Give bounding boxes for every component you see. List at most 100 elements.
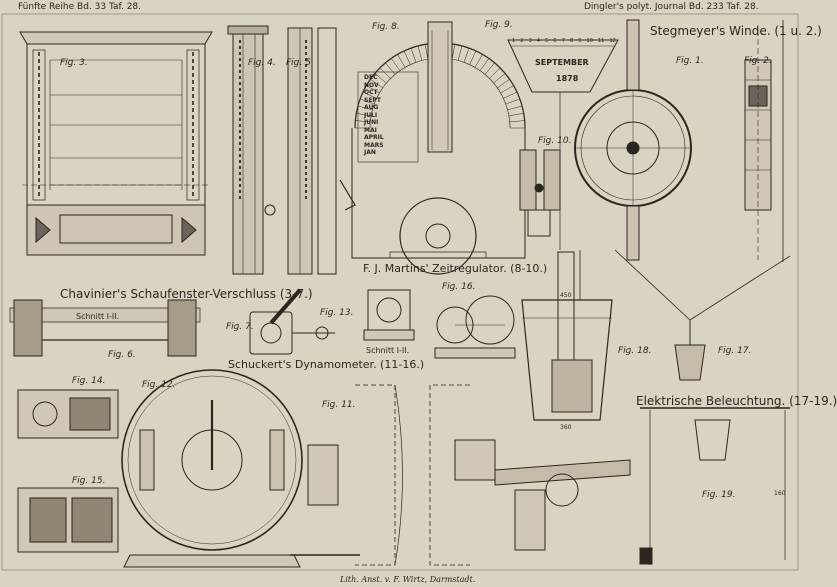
dial-ray xyxy=(489,67,501,79)
dial-scale-mark-2: 3 xyxy=(528,38,532,44)
fig19-drawing xyxy=(639,407,790,565)
fig18-label: Fig. 18. xyxy=(618,346,652,356)
title-elektrische: Elektrische Beleuchtung. (17-19.) xyxy=(636,394,837,408)
dial-scale-mark-6: 7 xyxy=(561,38,565,44)
dimension-450: 450 xyxy=(560,292,572,299)
dial-ray xyxy=(503,91,518,99)
fig16-drawing xyxy=(434,295,516,359)
title-schuckert: Schuckert's Dynamometer. (11-16.) xyxy=(228,358,425,371)
plate-border xyxy=(1,13,799,571)
fig9-label: Fig. 9. xyxy=(485,20,513,30)
plate-header-left: Fünfte Reihe Bd. 33 Taf. 28. xyxy=(18,2,142,12)
dial-ray xyxy=(417,45,423,61)
dial-scale-mark-7: 8 xyxy=(569,38,574,44)
dial-ray xyxy=(509,120,525,123)
dial-month-3: SEPT xyxy=(364,96,381,104)
dial-scale-mark-8: 9 xyxy=(578,38,582,44)
dial-ray xyxy=(500,85,514,94)
fig13-drawing xyxy=(363,289,415,341)
dial-ray xyxy=(391,58,401,71)
fig7-label: Fig. 7. xyxy=(226,322,254,332)
dial-ray xyxy=(397,54,406,68)
dial-ray xyxy=(457,45,463,61)
dial-month-6: JUNI xyxy=(364,119,379,126)
dial-ray xyxy=(357,105,373,111)
dial-scale-mark-5: 6 xyxy=(553,38,557,44)
fig10-drawing xyxy=(519,149,561,237)
dial-scale-mark-3: 4 xyxy=(536,38,541,44)
dial-ray xyxy=(424,44,429,60)
fig14-drawing xyxy=(17,389,119,439)
fig1-drawing xyxy=(574,19,692,261)
dial-ray xyxy=(474,54,483,68)
dial-scale-mark-1: 2 xyxy=(520,38,524,44)
fig15-drawing xyxy=(17,487,119,553)
dial-ray xyxy=(484,62,495,75)
fig6-label: Fig. 6. xyxy=(108,350,136,360)
dial-ray xyxy=(497,79,510,89)
fig15-label: Fig. 15. xyxy=(72,476,106,486)
fig18-drawing xyxy=(521,250,613,421)
dial-month-2: OCT xyxy=(364,89,378,96)
fig1-label: Fig. 1. xyxy=(676,56,704,66)
fig11-drawing xyxy=(290,384,631,566)
dial-month-7: MAI xyxy=(364,126,377,134)
dial-ray xyxy=(370,79,383,89)
fig5-label: Fig. 5. xyxy=(286,58,314,68)
fig2-drawing xyxy=(744,20,784,262)
title-stegmeyer: Stegmeyer's Winde. (1 u. 2.) xyxy=(650,24,822,38)
dial-month-1: NOV xyxy=(364,81,379,89)
dial-ray xyxy=(469,50,477,65)
title-martin: F. J. Martins' Zeitregulator. (8-10.) xyxy=(363,262,548,275)
dial-scale-mark-0: 1 xyxy=(512,38,516,44)
fig17-label: Fig. 17. xyxy=(718,346,752,356)
dial-ray xyxy=(508,112,524,117)
dial-ray xyxy=(410,48,417,63)
dial-month-4: AUG xyxy=(364,104,379,111)
dial-ray xyxy=(374,73,387,84)
fig7-drawing xyxy=(249,288,335,355)
fig4-drawing xyxy=(227,25,276,275)
fig5-drawing xyxy=(287,27,356,275)
dial-year: 1878 xyxy=(556,74,579,83)
dial-scale-mark-11: 12 xyxy=(609,38,616,44)
fig10-label: Fig. 10. xyxy=(538,136,572,146)
fig12-drawing xyxy=(121,369,303,568)
dial-ray xyxy=(451,44,456,60)
dial-ray xyxy=(360,98,375,105)
dial-ray xyxy=(463,48,470,63)
dial-ray xyxy=(507,105,523,111)
plate-header-right: Dingler's polyt. Journal Bd. 233 Taf. 28… xyxy=(584,2,759,12)
plate-imprint: Lith. Anst. v. F. Wirtz, Darmstadt. xyxy=(340,575,476,584)
dial-ray xyxy=(356,112,372,117)
dial-scale-mark-9: 10 xyxy=(586,38,593,44)
fig6-drawing xyxy=(9,299,201,357)
dimension-160: 160 xyxy=(774,490,786,497)
dimension-360: 360 xyxy=(560,424,572,431)
fig3-label: Fig. 3. xyxy=(60,58,88,68)
fig3-drawing xyxy=(19,31,213,256)
section-label-fig6: Schnitt I-II. xyxy=(76,312,120,321)
dial-scale-mark-4: 5 xyxy=(545,38,549,44)
dial-ray xyxy=(366,85,380,94)
section-label-fig16: Schnitt I-II. xyxy=(366,346,410,355)
dial-ray xyxy=(362,91,377,99)
dial-month-9: MARS xyxy=(364,141,384,149)
fig19-label: Fig. 19. xyxy=(702,490,736,500)
dial-ray xyxy=(403,50,411,65)
fig2-label: Fig. 2. xyxy=(744,56,772,66)
fig4-label: Fig. 4. xyxy=(248,58,276,68)
plate-drawings xyxy=(1,13,799,571)
dial-ray xyxy=(505,98,520,105)
dial-ray xyxy=(493,73,506,84)
fig14-label: Fig. 14. xyxy=(72,376,106,386)
fig13-label: Fig. 13. xyxy=(320,308,354,318)
dial-month-8: APRIL xyxy=(364,134,384,141)
dial-month-label: SEPTEMBER xyxy=(535,58,589,67)
dial-scale-mark-10: 11 xyxy=(598,38,605,44)
fig11-label: Fig. 11. xyxy=(322,400,356,410)
dial-ray xyxy=(379,67,391,79)
